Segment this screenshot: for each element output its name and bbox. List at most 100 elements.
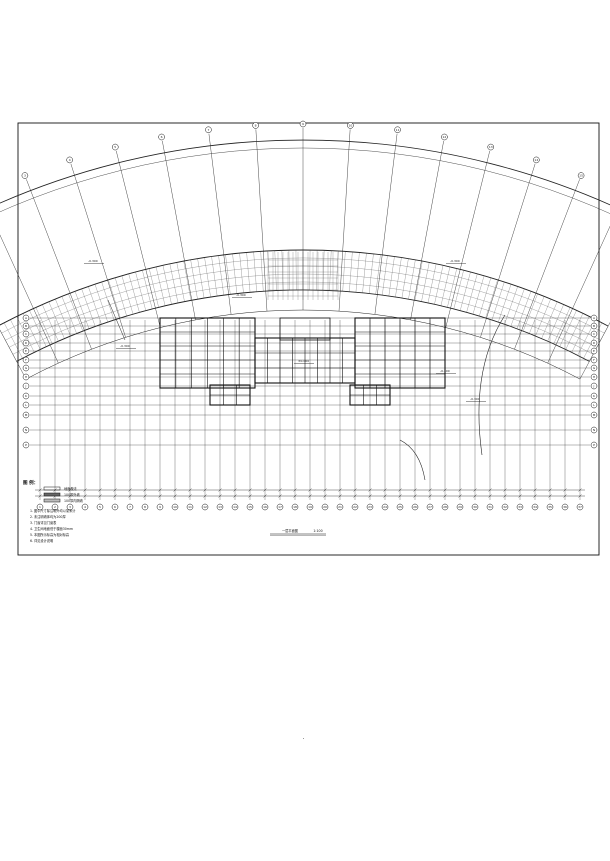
legend-swatch-ext-wall xyxy=(43,492,61,497)
axis-label-side: B xyxy=(25,324,27,328)
level-tag: -0.300 xyxy=(88,259,98,263)
vertical-axis-lines xyxy=(39,320,581,500)
dimension-tick xyxy=(578,488,582,492)
axis-bubble-top xyxy=(205,126,212,134)
axis-bubble-bottom xyxy=(306,503,314,511)
axis-label-bottom: 26 xyxy=(413,505,417,509)
legend-heading: 图 例： xyxy=(23,479,38,486)
axis-label-bottom: 37 xyxy=(578,505,582,509)
axis-bubble-right xyxy=(590,441,598,449)
dimension-tick xyxy=(533,494,537,498)
axis-label-side: D xyxy=(593,341,596,345)
note-1: 1. 图中尺寸除注明外均以毫米计 xyxy=(30,508,76,513)
dimension-tick xyxy=(173,488,177,492)
axis-label-bottom: 6 xyxy=(114,505,116,509)
radial-axis-line xyxy=(162,140,196,320)
axis-bubble-left xyxy=(22,314,30,322)
axis-bubble-top xyxy=(112,143,119,151)
level-tag: -0.300 xyxy=(440,369,450,373)
dimension-tick xyxy=(398,494,402,498)
facade-arc xyxy=(25,309,581,380)
dimension-tick xyxy=(473,494,477,498)
radial-axis-line xyxy=(70,163,126,338)
axis-label-bottom: 4 xyxy=(84,505,86,509)
axis-bubble-bottom xyxy=(246,503,254,511)
axis-bubble-right xyxy=(590,314,598,322)
dimension-tick xyxy=(368,488,372,492)
radial-axis-line xyxy=(410,140,444,320)
axis-label-bottom: 33 xyxy=(518,505,522,509)
axis-label-bottom: 29 xyxy=(458,505,462,509)
dimension-tick xyxy=(338,494,342,498)
axis-label-side: F xyxy=(593,358,595,362)
note-2: 2. 未注明墙体均为200厚 xyxy=(30,514,66,519)
dimension-tick xyxy=(563,488,567,492)
axis-bubble-left xyxy=(22,401,30,409)
dimension-tick xyxy=(518,488,522,492)
dimension-tick xyxy=(383,494,387,498)
axis-bubble-top xyxy=(158,133,165,141)
axis-bubble-right xyxy=(590,392,598,400)
axis-bubble-bottom xyxy=(516,503,524,511)
radial-axis-lines xyxy=(0,128,610,380)
axis-label-top: 3 xyxy=(24,174,26,178)
axis-label-bottom: 9 xyxy=(159,505,161,509)
axis-label-bottom: 32 xyxy=(503,505,507,509)
dimension-lines xyxy=(35,488,585,498)
axis-bubble-right xyxy=(590,426,598,434)
axis-bubble-right xyxy=(590,356,598,364)
axis-label-side: H xyxy=(593,375,595,379)
drawing-title: 一层平面图 xyxy=(282,528,298,533)
legend-swatch-floor xyxy=(43,486,61,491)
axis-label-side: A xyxy=(593,316,596,320)
axis-bubble-right xyxy=(590,373,598,381)
axis-label-top: 8 xyxy=(255,123,257,127)
facade-arc xyxy=(0,139,610,206)
axis-label-side: J xyxy=(593,384,595,388)
dimension-tick xyxy=(113,494,117,498)
axis-bubble-top xyxy=(394,126,401,134)
dimension-tick xyxy=(473,488,477,492)
note-4: 4. 卫生间地面低于楼面30mm xyxy=(30,526,73,531)
radial-axis-line xyxy=(579,322,610,380)
axis-bubble-right xyxy=(590,330,598,338)
canopy-grid xyxy=(0,250,609,362)
axis-bubble-right xyxy=(590,347,598,355)
dimension-tick xyxy=(263,494,267,498)
dimension-tick xyxy=(233,494,237,498)
axis-label-bottom: 14 xyxy=(233,505,237,509)
radial-axis-line xyxy=(374,133,398,315)
axis-label-top: 6 xyxy=(161,135,163,139)
axis-label-top: 14 xyxy=(534,158,538,162)
axis-label-top: 15 xyxy=(579,174,583,178)
dimension-tick xyxy=(98,488,102,492)
dimension-tick xyxy=(278,488,282,492)
axis-bubble-bottom xyxy=(171,503,179,511)
axis-bubble-bottom xyxy=(201,503,209,511)
axis-label-side: G xyxy=(25,366,28,370)
axis-bubble-bottom xyxy=(111,503,119,511)
dimension-tick xyxy=(548,494,552,498)
radial-axis-line xyxy=(116,150,161,328)
axis-label-bottom: 12 xyxy=(203,505,207,509)
axis-label-side: D xyxy=(25,341,28,345)
dimension-tick xyxy=(383,488,387,492)
axis-bubble-bottom xyxy=(216,503,224,511)
legend-item-2: 100厚外墙 xyxy=(64,492,80,497)
dimension-tick xyxy=(278,494,282,498)
axis-bubble-left xyxy=(22,356,30,364)
axis-label-side: C xyxy=(25,332,27,336)
axis-label-bottom: 8 xyxy=(144,505,146,509)
dimension-tick xyxy=(398,488,402,492)
dimension-tick xyxy=(203,488,207,492)
axis-label-bottom: 19 xyxy=(308,505,312,509)
dimension-tick xyxy=(98,494,102,498)
left-diagonal-edge xyxy=(107,299,126,341)
axis-bubble-left xyxy=(22,411,30,419)
axis-bubble-bottom xyxy=(396,503,404,511)
dimension-tick xyxy=(548,488,552,492)
axis-label-bottom: 36 xyxy=(563,505,567,509)
axis-label-side: F xyxy=(25,358,27,362)
axis-bubble-bottom xyxy=(51,503,59,511)
axis-label-top: 13 xyxy=(489,145,493,149)
